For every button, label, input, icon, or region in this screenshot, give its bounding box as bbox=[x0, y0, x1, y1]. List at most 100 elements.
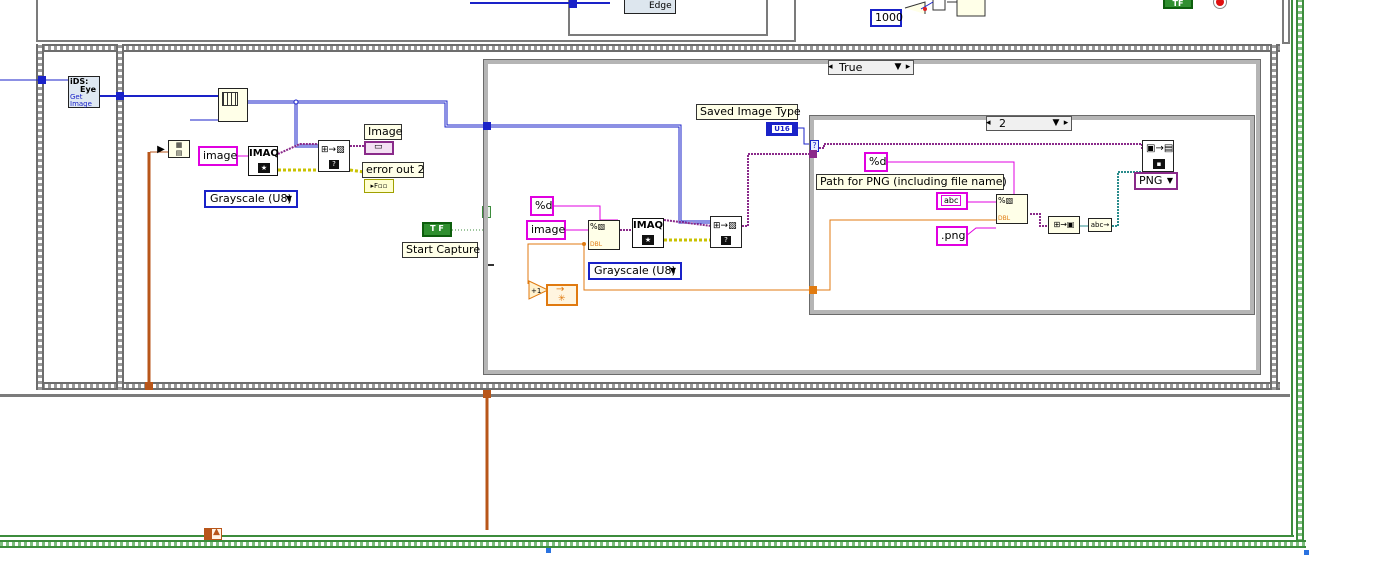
top-inner-frame bbox=[568, 0, 768, 36]
top-triangle-node[interactable] bbox=[885, 0, 995, 24]
imaq-write-png-node[interactable]: ▣→▤ ▪ bbox=[1142, 140, 1174, 172]
format-string-node-inner[interactable]: %▧ DBL bbox=[588, 220, 620, 250]
while-loop-right-edge bbox=[1296, 0, 1304, 548]
shift-register-up-icon[interactable]: ▲ bbox=[204, 527, 222, 540]
edge-node[interactable]: Edge bbox=[624, 0, 676, 14]
format-icon: %▧ bbox=[590, 222, 606, 231]
while-loop-bottom-handle[interactable] bbox=[546, 548, 551, 553]
abc-text: abc bbox=[941, 195, 962, 206]
outer-case-selector[interactable]: ◂ True ▼ ▸ bbox=[828, 60, 914, 75]
arrow-up-icon: ▲ bbox=[213, 527, 220, 537]
top-blue-wire-h bbox=[470, 2, 610, 4]
grayscale-enum-left[interactable]: Grayscale (U8) ▼ bbox=[204, 190, 298, 208]
top-terminal bbox=[569, 0, 577, 8]
format-icon-png: %▧ bbox=[998, 196, 1014, 205]
png-extension-constant[interactable]: .png bbox=[936, 226, 968, 246]
chevron-down-icon: ▼ bbox=[285, 194, 292, 203]
shift-arrow-icon: → bbox=[556, 284, 565, 295]
dbl-label-png: DBL bbox=[998, 215, 1011, 222]
imaq-label: IMAQ bbox=[249, 148, 279, 159]
png-enum-label: PNG bbox=[1139, 174, 1163, 187]
dbl-label-inner: DBL bbox=[590, 241, 603, 248]
imaq-create-node[interactable]: IMAQ ★ bbox=[248, 146, 279, 176]
image-indicator-icon: ▭ bbox=[374, 142, 383, 152]
stop-indicator[interactable] bbox=[1213, 0, 1227, 9]
index-icon: ▦▤ bbox=[175, 141, 183, 157]
write-bottom-icon: ▪ bbox=[1153, 159, 1165, 169]
inner-case-selector[interactable]: ◂ 2 ▼ ▸ bbox=[986, 116, 1072, 131]
error-out-label: error out 2 bbox=[362, 162, 425, 178]
case-prev-icon: ◂ bbox=[828, 62, 833, 72]
sequence-tunnel-orange-bottom bbox=[483, 390, 491, 398]
sequence-frame-divider bbox=[116, 44, 124, 390]
grayscale-enum-inner[interactable]: Grayscale (U8) ▼ bbox=[588, 262, 682, 280]
imaq-dispose-node-left[interactable]: ⊞→▧ ? bbox=[318, 140, 350, 172]
imaq-create-node-inner[interactable]: IMAQ ★ bbox=[632, 218, 664, 248]
path-for-png-label: Path for PNG (including file name) bbox=[816, 174, 1007, 190]
start-capture-label: Start Capture bbox=[402, 242, 480, 258]
loop-tunnel-left bbox=[38, 76, 46, 84]
eye-text: Eye bbox=[80, 85, 97, 94]
inner-case-prev-icon: ◂ bbox=[986, 118, 991, 128]
grayscale-enum-label: Grayscale (U8) bbox=[210, 192, 292, 205]
arrow-right-icon: ▶ bbox=[157, 144, 165, 155]
error-out-indicator[interactable]: ▸F▫▫ bbox=[364, 179, 394, 193]
start-capture-constant[interactable]: T F bbox=[422, 222, 452, 237]
string-to-path-icon: abc→ bbox=[1090, 221, 1110, 229]
inner-case-structure bbox=[809, 115, 1255, 315]
inner-case-tunnel-purple bbox=[809, 150, 817, 158]
while-loop-bottom-edge bbox=[0, 540, 1306, 548]
png-enum[interactable]: PNG ▼ bbox=[1134, 172, 1178, 190]
sequence-right-edge bbox=[1270, 44, 1278, 390]
top-bool-indicator[interactable]: TF bbox=[1163, 0, 1193, 9]
chevron-down-icon: ▼ bbox=[1166, 176, 1173, 185]
dispose-icon: ⊞→▧ bbox=[321, 145, 345, 155]
right-top-frame bbox=[1282, 0, 1290, 44]
get-text: Get bbox=[70, 93, 83, 101]
frame-tunnel-1 bbox=[116, 92, 124, 100]
string-to-path-node[interactable]: abc→ bbox=[1088, 218, 1112, 232]
while-loop-right-line bbox=[1291, 0, 1293, 536]
numeric-constant-1000[interactable]: 1000 bbox=[870, 9, 903, 27]
saved-image-type-label: Saved Image Type bbox=[696, 104, 801, 120]
array-index-node[interactable]: ▦▤ bbox=[168, 140, 190, 158]
format-constant-inner[interactable]: %d bbox=[530, 196, 554, 216]
error-cluster-icon: ▸F▫▫ bbox=[370, 182, 388, 190]
sequence-tunnel-orange-left bbox=[145, 382, 153, 390]
imaq-create-icon-inner: ★ bbox=[642, 235, 654, 245]
top-left-frame bbox=[36, 0, 796, 42]
saved-image-type-control[interactable]: U16 bbox=[766, 122, 798, 136]
format-string-node-png[interactable]: %▧ DBL bbox=[996, 194, 1028, 224]
sequence-left-edge bbox=[36, 44, 44, 390]
grid-icon bbox=[222, 92, 238, 106]
inner-case-tunnel-orange bbox=[809, 286, 817, 294]
sequence-top-edge bbox=[36, 44, 1280, 52]
dispose-bottom-icon: ? bbox=[329, 160, 339, 169]
increment-node[interactable]: +1 bbox=[528, 280, 550, 300]
shift-register-node[interactable]: → ✳ bbox=[546, 284, 578, 306]
camera-icon: iDS: Eye Get Image bbox=[69, 77, 101, 109]
outer-case-tunnel-blue bbox=[483, 122, 491, 130]
sequence-bottom-edge bbox=[36, 382, 1280, 390]
inner-case-selector-label: 2 bbox=[999, 117, 1006, 130]
dispose-bottom-icon-inner: ? bbox=[721, 236, 731, 245]
build-path-node[interactable]: ⊞→▣ bbox=[1048, 216, 1080, 234]
shift-register-left bbox=[205, 529, 212, 539]
outer-bottom-rule bbox=[0, 394, 1290, 397]
while-loop-bottom-line bbox=[0, 535, 1294, 537]
dispose-icon-inner: ⊞→▧ bbox=[713, 221, 737, 231]
abc-constant[interactable]: abc bbox=[936, 192, 968, 210]
while-loop-corner-handle[interactable] bbox=[1304, 550, 1309, 555]
cluster-node[interactable] bbox=[218, 88, 248, 122]
imaq-label-inner: IMAQ bbox=[633, 220, 663, 231]
grayscale-enum-inner-label: Grayscale (U8) bbox=[594, 264, 676, 277]
outer-case-selector-label: True bbox=[839, 61, 863, 74]
format-constant-png[interactable]: %d bbox=[864, 152, 888, 172]
ids-get-image-vi[interactable]: iDS: Eye Get Image bbox=[68, 76, 100, 108]
image-name-constant[interactable]: image bbox=[198, 146, 238, 166]
image-name-constant-inner[interactable]: image bbox=[526, 220, 566, 240]
case-next-icon: ▸ bbox=[905, 62, 911, 72]
image-indicator[interactable]: ▭ bbox=[364, 141, 394, 155]
imaq-dispose-node-inner[interactable]: ⊞→▧ ? bbox=[710, 216, 742, 248]
